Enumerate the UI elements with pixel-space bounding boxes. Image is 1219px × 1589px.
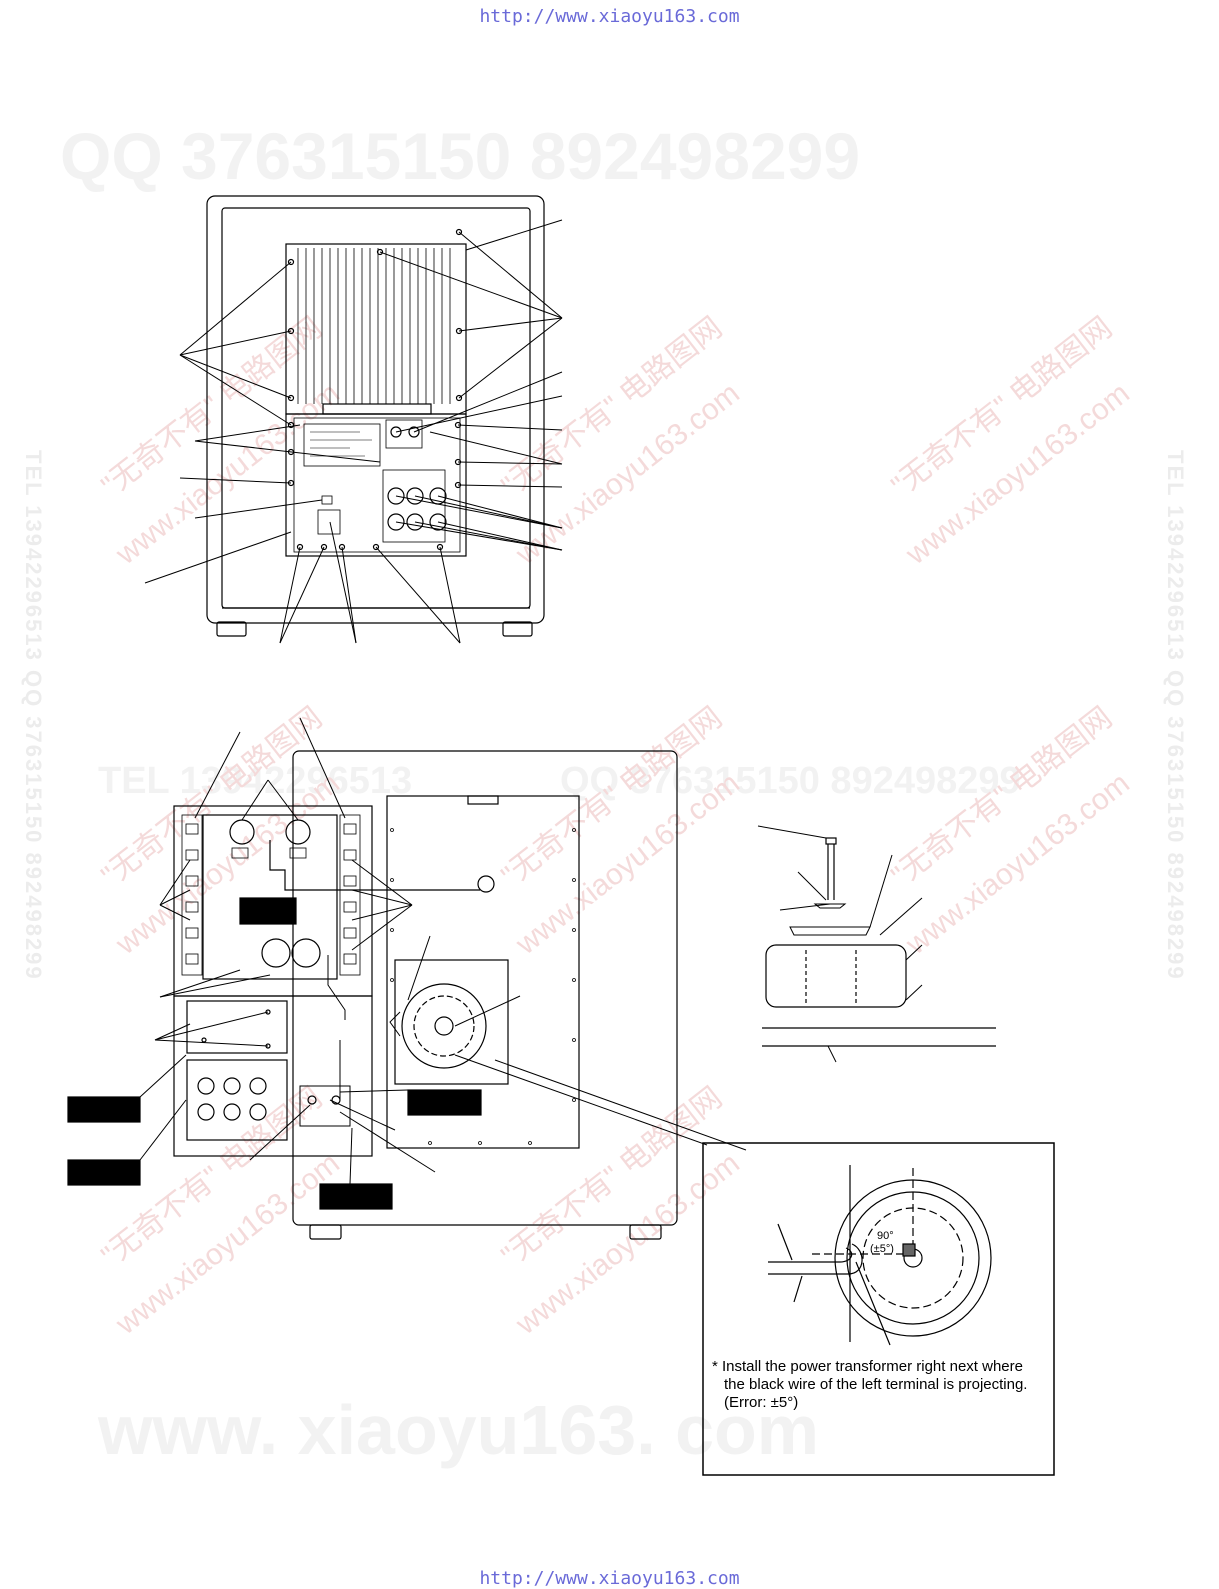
cap-block	[186, 1059, 288, 1141]
xlr-jack-1	[387, 487, 405, 505]
heat-sink-bracket-left	[181, 814, 203, 976]
xlr-jack-6	[429, 513, 447, 531]
washer-plate	[789, 926, 871, 936]
label-box-2	[67, 1159, 141, 1186]
capacitor-1	[261, 938, 291, 968]
main-pcb	[202, 814, 338, 980]
transformer-body	[765, 944, 907, 1008]
watermark-side-left: TEL 13942296513 QQ 376315150 892498299	[21, 450, 46, 981]
watermark-side-right: TEL 13942296513 QQ 376315150 892498299	[1163, 450, 1188, 981]
marker-square	[902, 1243, 916, 1257]
heat-sink-screws	[287, 228, 463, 402]
footer-url: http://www.xiaoyu163.com	[479, 1568, 740, 1589]
note-line-2: the black wire of the left terminal is p…	[724, 1376, 1028, 1393]
watermark-www: www. xiaoyu163. com	[98, 1391, 820, 1469]
power-transformer	[401, 983, 487, 1069]
leader-lines-top	[144, 219, 563, 644]
watermark-qq: QQ 376315150 892498299	[60, 119, 861, 193]
internal-view-figure	[67, 717, 747, 1240]
power-switch	[321, 495, 333, 505]
bracket-transistors	[185, 823, 357, 965]
foot-left	[216, 621, 247, 637]
leader-lines-detail	[757, 825, 923, 1063]
cabinet-outline	[206, 195, 545, 624]
cap-block-capacitors	[197, 1077, 267, 1121]
foot-right	[502, 621, 533, 637]
wire-to-port	[269, 840, 480, 891]
relay-left	[229, 819, 255, 845]
knob-panel	[385, 419, 423, 449]
xlr-jack-2	[406, 487, 424, 505]
panel-screws	[287, 421, 462, 551]
cabinet-side-outline	[292, 750, 678, 1226]
watermark-qq-2: QQ 376315150 892498299	[560, 760, 1021, 802]
installation-note: * Install the power transformer right ne…	[712, 1358, 1052, 1412]
port-hole	[477, 875, 495, 893]
note-line-1: * Install the power transformer right ne…	[712, 1358, 1023, 1375]
xlr-jack-4	[387, 513, 405, 531]
label-box-4	[319, 1183, 393, 1210]
heat-sink	[285, 243, 467, 415]
angle-tolerance: (±5°)	[870, 1243, 894, 1255]
black-wire	[768, 1247, 853, 1263]
watermark-tel: TEL 13942296513	[98, 760, 413, 802]
transformer-bracket	[394, 959, 509, 1085]
detail-frame	[702, 1142, 1055, 1476]
label-box-1	[67, 1096, 141, 1123]
terminal-block	[299, 1085, 351, 1127]
transformer-top	[834, 1179, 992, 1337]
chamber-screws	[390, 828, 576, 1145]
heat-sink-bracket-right	[339, 814, 361, 976]
sub-pcb	[186, 1000, 288, 1054]
heat-sink-fins	[297, 248, 451, 404]
mounting-detail	[757, 825, 996, 1063]
rear-view-figure	[144, 195, 563, 644]
pcb-label-box	[239, 897, 297, 925]
label-box-3	[407, 1089, 482, 1116]
input-jack-panel	[382, 469, 446, 543]
angle-value: 90°	[877, 1230, 894, 1242]
panel-label-plate	[303, 423, 381, 467]
frequency-knob	[408, 426, 420, 438]
relay-right	[285, 819, 311, 845]
amp-panel	[285, 413, 467, 557]
note-line-3: (Error: ±5°)	[724, 1394, 799, 1411]
zoom-detail-box	[702, 1142, 1055, 1476]
level-knob	[390, 426, 402, 438]
amp-chassis-lower	[173, 995, 373, 1157]
capacitor-2	[291, 938, 321, 968]
xlr-jack-5	[406, 513, 424, 531]
power-inlet	[317, 509, 341, 535]
leader-lines-bottom	[139, 717, 747, 1185]
header-url: http://www.xiaoyu163.com	[479, 6, 740, 27]
bolt-head	[825, 837, 837, 845]
cabinet-inner	[221, 207, 531, 609]
